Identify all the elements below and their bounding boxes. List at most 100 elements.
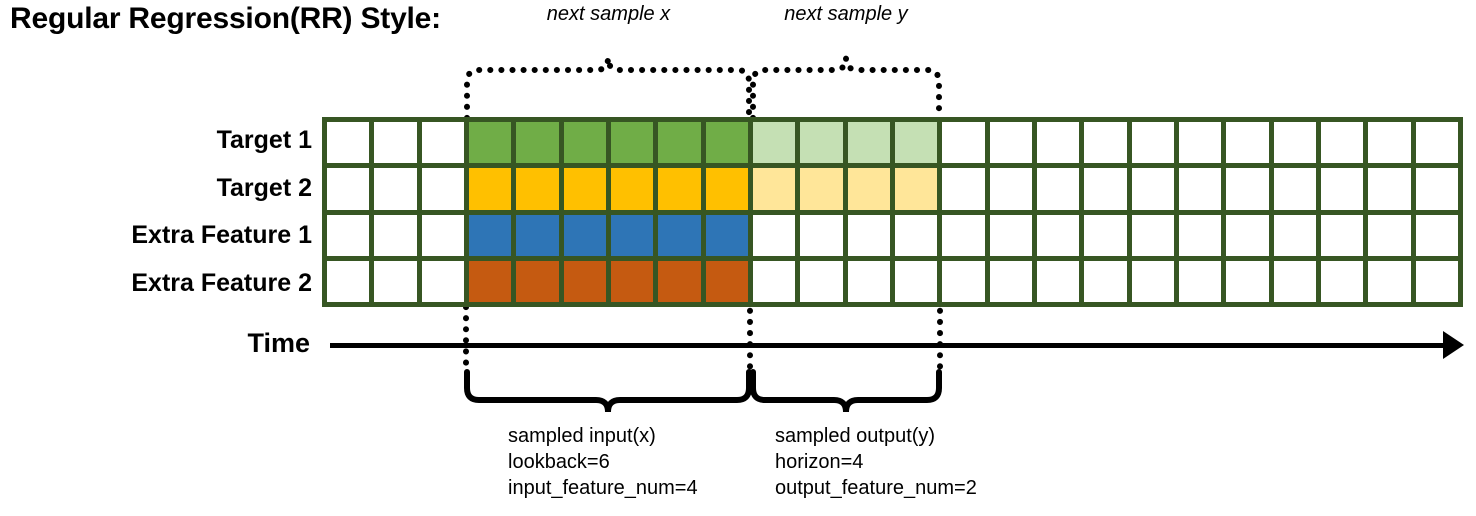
grid-cell-target-1-1-empty [374, 122, 417, 164]
time-axis-arrow-icon [1443, 331, 1464, 359]
grid-cell-target-2-21-empty [1320, 168, 1364, 210]
row-label-target-1: Target 1 [216, 126, 312, 154]
grid-cell-extra-feature-1-20-empty [1273, 214, 1316, 256]
grid-cell-target-2-9-output [752, 168, 796, 210]
grid-cell-extra-feature-2-3-input [468, 260, 512, 302]
grid-cell-target-2-8-input [705, 168, 748, 210]
grid-cell-target-1-16-empty [1084, 122, 1127, 164]
row-label-extra-feature-2: Extra Feature 2 [131, 268, 312, 297]
time-axis-label: Time [247, 328, 310, 358]
annotation-next-sample-y: next sample y [784, 3, 908, 25]
row-label-target-2: Target 2 [216, 173, 312, 202]
grid-cell-extra-feature-2-6-input [610, 260, 654, 302]
grid-cell-extra-feature-1-21-empty [1320, 214, 1364, 256]
caption-output-line2: horizon=4 [775, 451, 864, 473]
grid-cell-extra-feature-2-11-empty [847, 260, 890, 302]
grid-cell-extra-feature-2-14-empty [989, 260, 1032, 302]
grid-cell-target-2-22-empty [1368, 168, 1411, 210]
grid-cell-target-1-4-input [516, 122, 559, 164]
grid-cell-target-2-3-input [468, 168, 512, 210]
grid-cell-target-1-2-empty [421, 122, 464, 164]
grid-cell-target-1-14-empty [989, 122, 1032, 164]
grid-cell-extra-feature-2-1-empty [374, 260, 417, 302]
grid-cell-target-1-21-empty [1320, 122, 1364, 164]
grid-cell-extra-feature-1-19-empty [1226, 214, 1269, 256]
caption-sampled-output: sampled output(y) horizon=4 output_featu… [775, 423, 977, 501]
grid-cell-extra-feature-1-9-empty [752, 214, 796, 256]
grid-cell-extra-feature-1-12-empty [894, 214, 938, 256]
grid-cell-extra-feature-2-18-empty [1178, 260, 1222, 302]
grid-cell-target-1-5-input [563, 122, 606, 164]
caption-output-line3: output_feature_num=2 [775, 477, 977, 499]
grid-cell-extra-feature-2-10-empty [800, 260, 843, 302]
row-label-extra-feature-1: Extra Feature 1 [131, 221, 312, 249]
grid-cell-extra-feature-1-23-empty [1415, 214, 1458, 256]
grid-cell-target-2-11-output [847, 168, 890, 210]
grid-cell-extra-feature-1-16-empty [1084, 214, 1127, 256]
grid-cell-extra-feature-1-2-empty [421, 214, 464, 256]
grid-cell-extra-feature-1-3-input [468, 214, 512, 256]
page-title: Regular Regression(RR) Style: [10, 2, 441, 35]
grid-cell-extra-feature-2-12-empty [894, 260, 938, 302]
grid-cell-target-2-19-empty [1226, 168, 1269, 210]
grid-cell-target-1-22-empty [1368, 122, 1411, 164]
grid-cell-target-2-1-empty [374, 168, 417, 210]
grid-cell-target-1-12-output [894, 122, 938, 164]
grid-cell-extra-feature-2-15-empty [1036, 260, 1080, 302]
grid-cell-target-2-0-empty [327, 168, 370, 210]
grid-cell-target-2-18-empty [1178, 168, 1222, 210]
grid-cell-extra-feature-2-5-input [563, 260, 606, 302]
grid-cell-target-2-13-empty [942, 168, 985, 210]
grid-cell-extra-feature-1-4-input [516, 214, 559, 256]
grid-cell-extra-feature-2-21-empty [1320, 260, 1364, 302]
grid-cell-target-1-8-input [705, 122, 748, 164]
grid-cell-target-1-13-empty [942, 122, 985, 164]
grid-cell-extra-feature-2-4-input [516, 260, 559, 302]
grid-cell-extra-feature-2-13-empty [942, 260, 985, 302]
grid-cell-extra-feature-2-22-empty [1368, 260, 1411, 302]
grid-cell-target-2-17-empty [1131, 168, 1174, 210]
grid-cell-target-1-23-empty [1415, 122, 1458, 164]
time-axis-line [330, 343, 1450, 348]
grid-cell-target-2-23-empty [1415, 168, 1458, 210]
grid-cell-extra-feature-1-1-empty [374, 214, 417, 256]
grid-cell-extra-feature-1-14-empty [989, 214, 1032, 256]
grid-cell-extra-feature-2-7-input [658, 260, 701, 302]
grid-cell-target-2-16-empty [1084, 168, 1127, 210]
grid-cell-target-2-12-output [894, 168, 938, 210]
grid-cell-extra-feature-1-10-empty [800, 214, 843, 256]
grid-cell-extra-feature-2-19-empty [1226, 260, 1269, 302]
grid-cell-target-1-18-empty [1178, 122, 1222, 164]
grid-cell-extra-feature-1-18-empty [1178, 214, 1222, 256]
caption-input-line1: sampled input(x) [508, 425, 656, 447]
grid-cell-extra-feature-1-17-empty [1131, 214, 1174, 256]
grid-cell-target-1-20-empty [1273, 122, 1316, 164]
grid-cell-extra-feature-1-5-input [563, 214, 606, 256]
grid-cell-target-2-6-input [610, 168, 654, 210]
grid-cell-extra-feature-1-7-input [658, 214, 701, 256]
timeseries-grid [322, 117, 1463, 307]
grid-cell-extra-feature-2-16-empty [1084, 260, 1127, 302]
caption-sampled-input: sampled input(x) lookback=6 input_featur… [508, 423, 698, 501]
grid-cell-extra-feature-2-23-empty [1415, 260, 1458, 302]
grid-cell-extra-feature-2-9-empty [752, 260, 796, 302]
grid-cell-extra-feature-2-17-empty [1131, 260, 1174, 302]
grid-cell-target-1-17-empty [1131, 122, 1174, 164]
grid-cell-extra-feature-2-20-empty [1273, 260, 1316, 302]
grid-cell-extra-feature-1-8-input [705, 214, 748, 256]
grid-cell-target-1-7-input [658, 122, 701, 164]
grid-cell-target-2-10-output [800, 168, 843, 210]
grid-cell-extra-feature-2-0-empty [327, 260, 370, 302]
grid-cell-extra-feature-2-8-input [705, 260, 748, 302]
row-label-column: Target 1 Target 2 Extra Feature 1 Extra Fea… [0, 117, 312, 307]
annotation-next-sample-x: next sample x [546, 3, 671, 25]
grid-cell-target-1-15-empty [1036, 122, 1080, 164]
grid-cell-target-2-4-input [516, 168, 559, 210]
grid-cell-target-1-6-input [610, 122, 654, 164]
grid-cell-target-2-7-input [658, 168, 701, 210]
caption-input-line3: input_feature_num=4 [508, 477, 698, 499]
caption-input-line2: lookback=6 [508, 451, 610, 473]
grid-cell-target-2-14-empty [989, 168, 1032, 210]
grid-cell-target-1-10-output [800, 122, 843, 164]
